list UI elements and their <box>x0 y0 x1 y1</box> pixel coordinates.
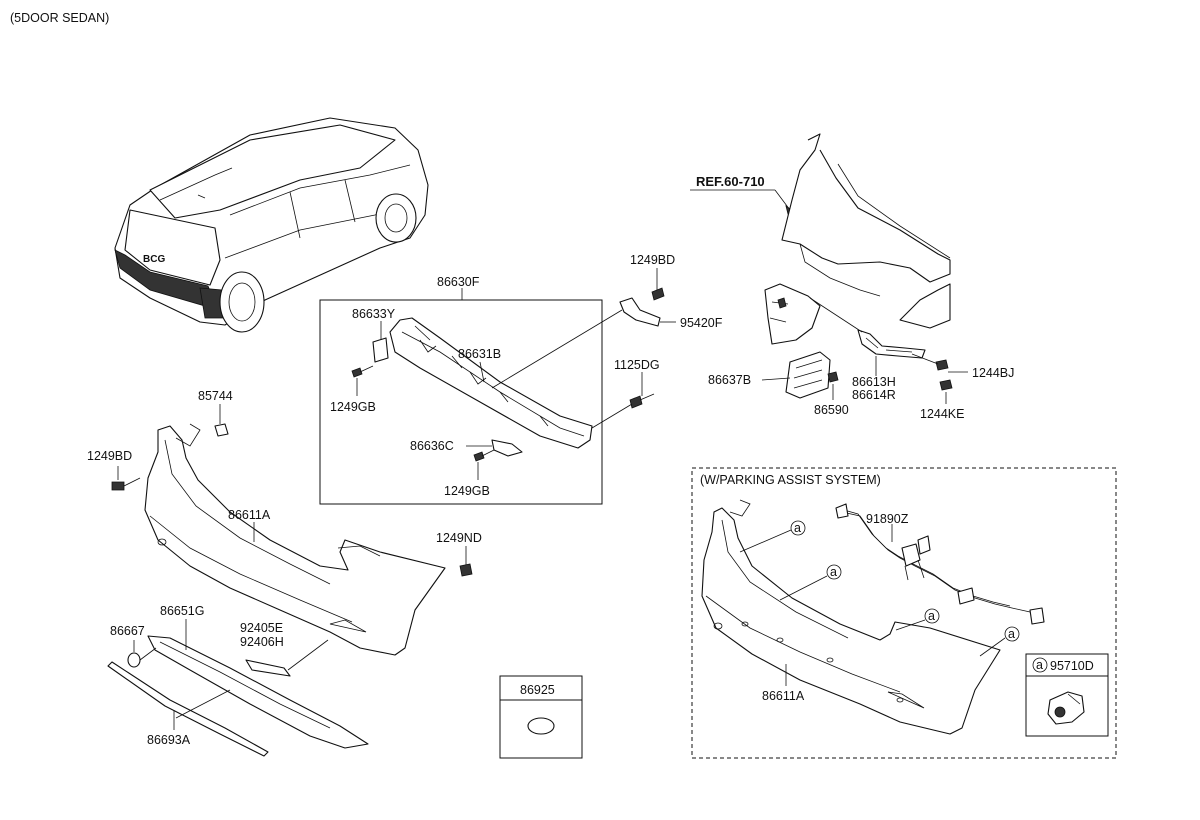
wiring-harness-91890Z <box>841 511 1041 619</box>
cap-86667 <box>127 652 141 668</box>
part-1249ND: 1249ND <box>436 531 482 545</box>
bolt-1249ND <box>459 563 473 577</box>
part-86651G: 86651G <box>160 604 204 618</box>
part-86631B: 86631B <box>458 347 501 361</box>
bracket-95420F <box>619 297 661 327</box>
part-92405E: 92405E <box>240 621 283 635</box>
svg-text:a: a <box>794 521 801 535</box>
reinforcement-assembly-box <box>319 299 603 505</box>
part-86636C: 86636C <box>410 439 454 453</box>
screw-1249GB-lower <box>473 451 485 462</box>
part-91890Z: 91890Z <box>866 512 909 526</box>
svg-text:a: a <box>1036 658 1043 672</box>
screw-86590 <box>827 371 839 383</box>
plug-86925 <box>527 717 555 735</box>
marker-a-1: a <box>739 520 806 553</box>
bolt-1249BD-left <box>111 481 125 491</box>
svg-text:a: a <box>928 609 935 623</box>
part-box-86925 <box>499 675 583 759</box>
svg-text:a: a <box>830 565 837 579</box>
svg-text:a: a <box>1008 627 1015 641</box>
part-1125DG: 1125DG <box>614 358 660 372</box>
part-1249BD-top: 1249BD <box>630 253 675 267</box>
parking-assist-section <box>691 467 1117 759</box>
part-86614R: 86614R <box>852 388 896 402</box>
part-86613H: 86613H <box>852 375 896 389</box>
part-86590: 86590 <box>814 403 849 417</box>
marker-a-sensor: a <box>1032 657 1048 673</box>
part-1249BD-left: 1249BD <box>87 449 132 463</box>
bolt-1244BJ <box>935 359 949 371</box>
part-1249GB-upper: 1249GB <box>330 400 376 414</box>
bracket-86633Y <box>372 337 389 363</box>
bumper-cover-86611A-pas <box>701 507 1001 735</box>
part-85744: 85744 <box>198 389 233 403</box>
bolt-1125DG <box>629 395 643 409</box>
part-1249GB-lower: 1249GB <box>444 484 490 498</box>
sensor-box-95710D <box>1025 653 1109 737</box>
clip-85744 <box>214 423 229 437</box>
part-95710D: 95710D <box>1050 659 1094 673</box>
marker-a-2: a <box>779 564 842 601</box>
part-95420F: 95420F <box>680 316 723 330</box>
part-86667: 86667 <box>110 624 145 638</box>
part-86925: 86925 <box>520 683 555 697</box>
beam-86631B <box>389 317 593 449</box>
part-1244BJ: 1244BJ <box>972 366 1014 380</box>
reflector-92405E <box>245 659 291 677</box>
svg-text:BCG: BCG <box>143 254 165 265</box>
part-86611A: 86611A <box>228 508 271 522</box>
part-1244KE: 1244KE <box>920 407 964 421</box>
reference-label: REF.60-710 <box>696 174 765 189</box>
molding-86693A <box>107 661 269 757</box>
marker-a-3: a <box>895 608 940 631</box>
parking-sensor-95710D <box>1047 691 1085 725</box>
part-86633Y: 86633Y <box>352 307 396 321</box>
part-92406H: 92406H <box>240 635 284 649</box>
part-86630F: 86630F <box>437 275 480 289</box>
bracket-86613H <box>857 329 926 359</box>
screw-1249GB-upper <box>351 367 363 378</box>
car-illustration: BCG <box>114 117 429 333</box>
variant-label: (5DOOR SEDAN) <box>10 11 109 25</box>
marker-a-4: a <box>979 626 1020 657</box>
bolt-1249BD-top <box>651 287 665 301</box>
quarter-panel <box>781 133 951 283</box>
bumper-cover-86611A <box>144 425 446 656</box>
part-86611A-pas: 86611A <box>762 689 805 703</box>
part-86693A: 86693A <box>147 733 191 747</box>
bolt-1244KE <box>939 379 953 391</box>
parking-assist-title: (W/PARKING ASSIST SYSTEM) <box>700 473 881 487</box>
bracket-86636C <box>491 439 523 457</box>
side-bracket-86637B <box>764 283 821 345</box>
part-86637B: 86637B <box>708 373 751 387</box>
